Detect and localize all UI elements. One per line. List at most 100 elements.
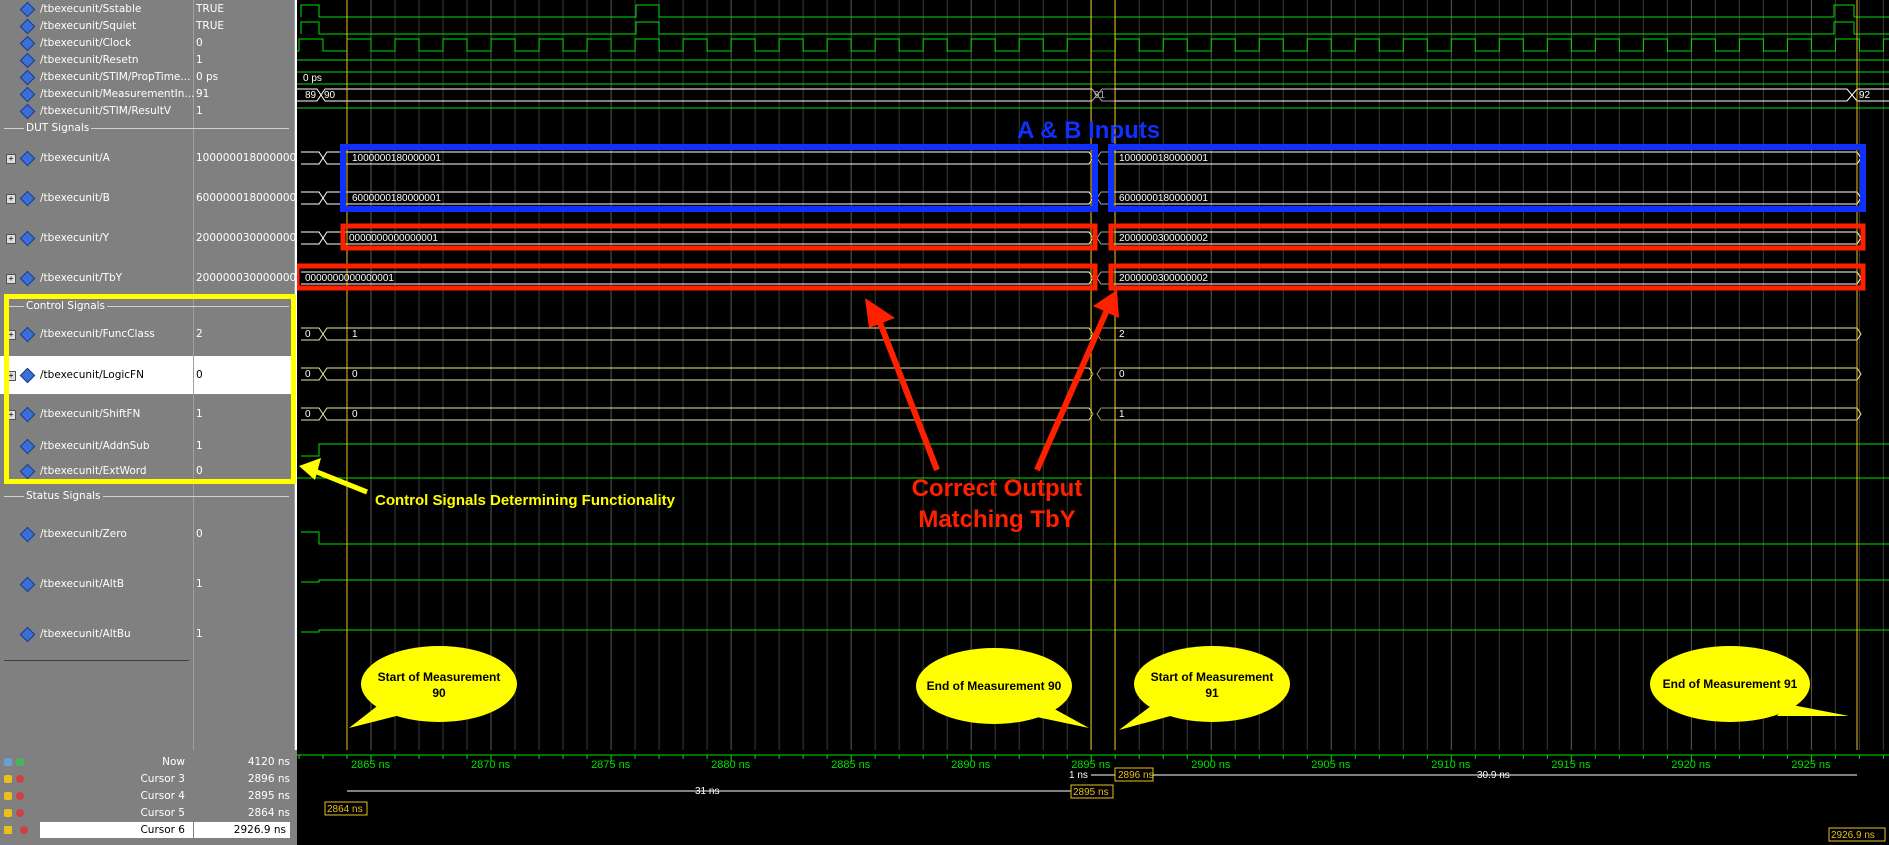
signal-diamond-icon	[19, 103, 36, 120]
signal-diamond-icon	[19, 1, 36, 18]
cursor-panel: Now Cursor 3 Cursor 4 Cursor 5 Cursor 6	[0, 750, 1889, 845]
signal-row-zero[interactable]: /tbexecunit/Zero	[0, 526, 193, 543]
signal-row-addnsub[interactable]: /tbexecunit/AddnSub	[0, 438, 193, 455]
timeline-tick-label: 2900 ns	[1191, 759, 1231, 771]
signal-row-altb[interactable]: /tbexecunit/AltB	[0, 576, 193, 593]
cursor-5-row[interactable]: Cursor 5	[0, 805, 193, 821]
lock-icon[interactable]	[4, 809, 12, 817]
cursor-4-value: 2895 ns	[247, 790, 290, 802]
value-logicfn: 0	[194, 356, 294, 394]
timeline-tick-label: 2890 ns	[951, 759, 991, 771]
signal-row-resultv[interactable]: /tbexecunit/STIM/ResultV	[0, 103, 193, 120]
cursor-4-row[interactable]: Cursor 4	[0, 788, 193, 804]
group-status-signals[interactable]: Status Signals	[0, 489, 293, 503]
lock-icon[interactable]	[4, 775, 12, 783]
remove-cursor-icon[interactable]	[16, 809, 24, 817]
expand-plus-icon[interactable]: +	[6, 194, 16, 204]
signal-row-clock[interactable]: /tbexecunit/Clock	[0, 35, 193, 52]
timeline-tick-label: 2925 ns	[1791, 759, 1831, 771]
delta-31ns: 31 ns	[695, 786, 719, 797]
signal-diamond-icon	[19, 18, 36, 35]
bubble-end-91	[1650, 646, 1810, 722]
b-value-1: 6000000180000001	[352, 193, 441, 204]
signal-row-altbu[interactable]: /tbexecunit/AltBu	[0, 626, 193, 643]
delta-309ns: 30.9 ns	[1477, 770, 1510, 781]
lock-icon[interactable]	[4, 826, 12, 834]
timeline-tick-label: 2915 ns	[1551, 759, 1591, 771]
meas-92-label: 92	[1859, 90, 1871, 101]
wave-y	[301, 231, 1862, 245]
tby-highlight-2	[1108, 263, 1866, 291]
control-caption: Control Signals Determining Functionalit…	[375, 492, 676, 509]
signal-row-resetn[interactable]: /tbexecunit/Resetn	[0, 52, 193, 69]
func-1: 1	[352, 329, 358, 340]
proptime-label: 0 ps	[303, 73, 322, 84]
value-tby: 2000000300000002	[196, 272, 303, 284]
shift-1: 1	[1119, 409, 1125, 420]
clock-trace	[297, 38, 1889, 52]
time-gridlines	[346, 0, 1884, 750]
signal-row-a[interactable]: +/tbexecunit/A	[0, 150, 193, 167]
waveform-pane[interactable]: 0 ps 89 90 91 92 1000000180000001 100000…	[297, 0, 1889, 750]
remove-cursor-icon[interactable]	[20, 826, 28, 834]
signal-diamond-icon	[19, 626, 36, 643]
signal-diamond-icon	[19, 230, 36, 247]
cursor-5-value: 2864 ns	[247, 807, 290, 819]
now-value: 4120 ns	[247, 756, 290, 768]
y-highlight-1	[340, 223, 1098, 251]
timeline-tick-label: 2875 ns	[591, 759, 631, 771]
arrow-2-head	[1093, 290, 1119, 318]
timeline-tick-label: 2920 ns	[1671, 759, 1711, 771]
bubble-start-91	[1134, 646, 1290, 722]
wave-altb	[301, 579, 1889, 583]
signal-diamond-icon	[19, 576, 36, 593]
signal-row-shiftfn[interactable]: +/tbexecunit/ShiftFN	[0, 406, 193, 423]
signal-row-tby[interactable]: +/tbexecunit/TbY	[0, 270, 193, 287]
signal-diamond-icon	[19, 150, 36, 167]
meas-91-label: 91	[1094, 90, 1106, 101]
signal-diamond-icon	[19, 86, 36, 103]
logic-0c: 0	[1119, 369, 1125, 380]
cursor-6-flag: 2926.9 ns	[1831, 830, 1875, 841]
remove-cursor-icon[interactable]	[16, 775, 24, 783]
value-extword: 0	[196, 465, 203, 477]
bubble-end-90-text: End of Measurement 90	[927, 679, 1062, 693]
func-2: 2	[1119, 329, 1125, 340]
wave-measurement	[297, 88, 1889, 102]
cursor-6-row[interactable]: Cursor 6	[40, 822, 193, 838]
signal-row-extword[interactable]: /tbexecunit/ExtWord	[0, 463, 193, 480]
timeline-tick-label: 2880 ns	[711, 759, 751, 771]
bubble-end-90	[916, 648, 1072, 724]
signal-row-y[interactable]: +/tbexecunit/Y	[0, 230, 193, 247]
add-cursor-icon[interactable]	[16, 758, 24, 766]
remove-cursor-icon[interactable]	[16, 792, 24, 800]
signal-row-sstable[interactable]: /tbexecunit/Sstable	[0, 1, 193, 18]
cursor-3-row[interactable]: Cursor 3	[0, 771, 193, 787]
wave-a	[301, 151, 1862, 165]
expand-plus-icon[interactable]: +	[6, 154, 16, 164]
arrow-1-head	[865, 298, 895, 328]
now-toolbar-icon[interactable]	[4, 758, 12, 766]
expand-plus-icon[interactable]: +	[6, 274, 16, 284]
wave-funcclass	[301, 327, 1862, 341]
group-control-signals[interactable]: Control Signals	[0, 299, 293, 313]
cursor-4-flag-box	[1070, 784, 1114, 799]
lock-icon[interactable]	[4, 792, 12, 800]
signal-row-proptime[interactable]: /tbexecunit/STIM/PropTime...	[0, 69, 193, 86]
signal-row-b[interactable]: +/tbexecunit/B	[0, 190, 193, 207]
expand-plus-icon[interactable]: +	[6, 234, 16, 244]
value-proptime: 0 ps	[196, 71, 219, 83]
group-dut-signals[interactable]: DUT Signals	[0, 121, 293, 135]
value-y: 2000000300000002	[196, 232, 303, 244]
signal-row-funcclass[interactable]: +/tbexecunit/FuncClass	[0, 326, 193, 343]
signal-row-measurement[interactable]: /tbexecunit/MeasurementIn...	[0, 86, 194, 103]
ab-inputs-box-1	[340, 144, 1098, 212]
signal-diamond-icon	[19, 35, 36, 52]
arrow-1-shaft	[874, 313, 940, 472]
waveform-canvas: 0 ps 89 90 91 92 1000000180000001 100000…	[297, 0, 1889, 750]
signal-row-squiet[interactable]: /tbexecunit/Squiet	[0, 18, 193, 35]
